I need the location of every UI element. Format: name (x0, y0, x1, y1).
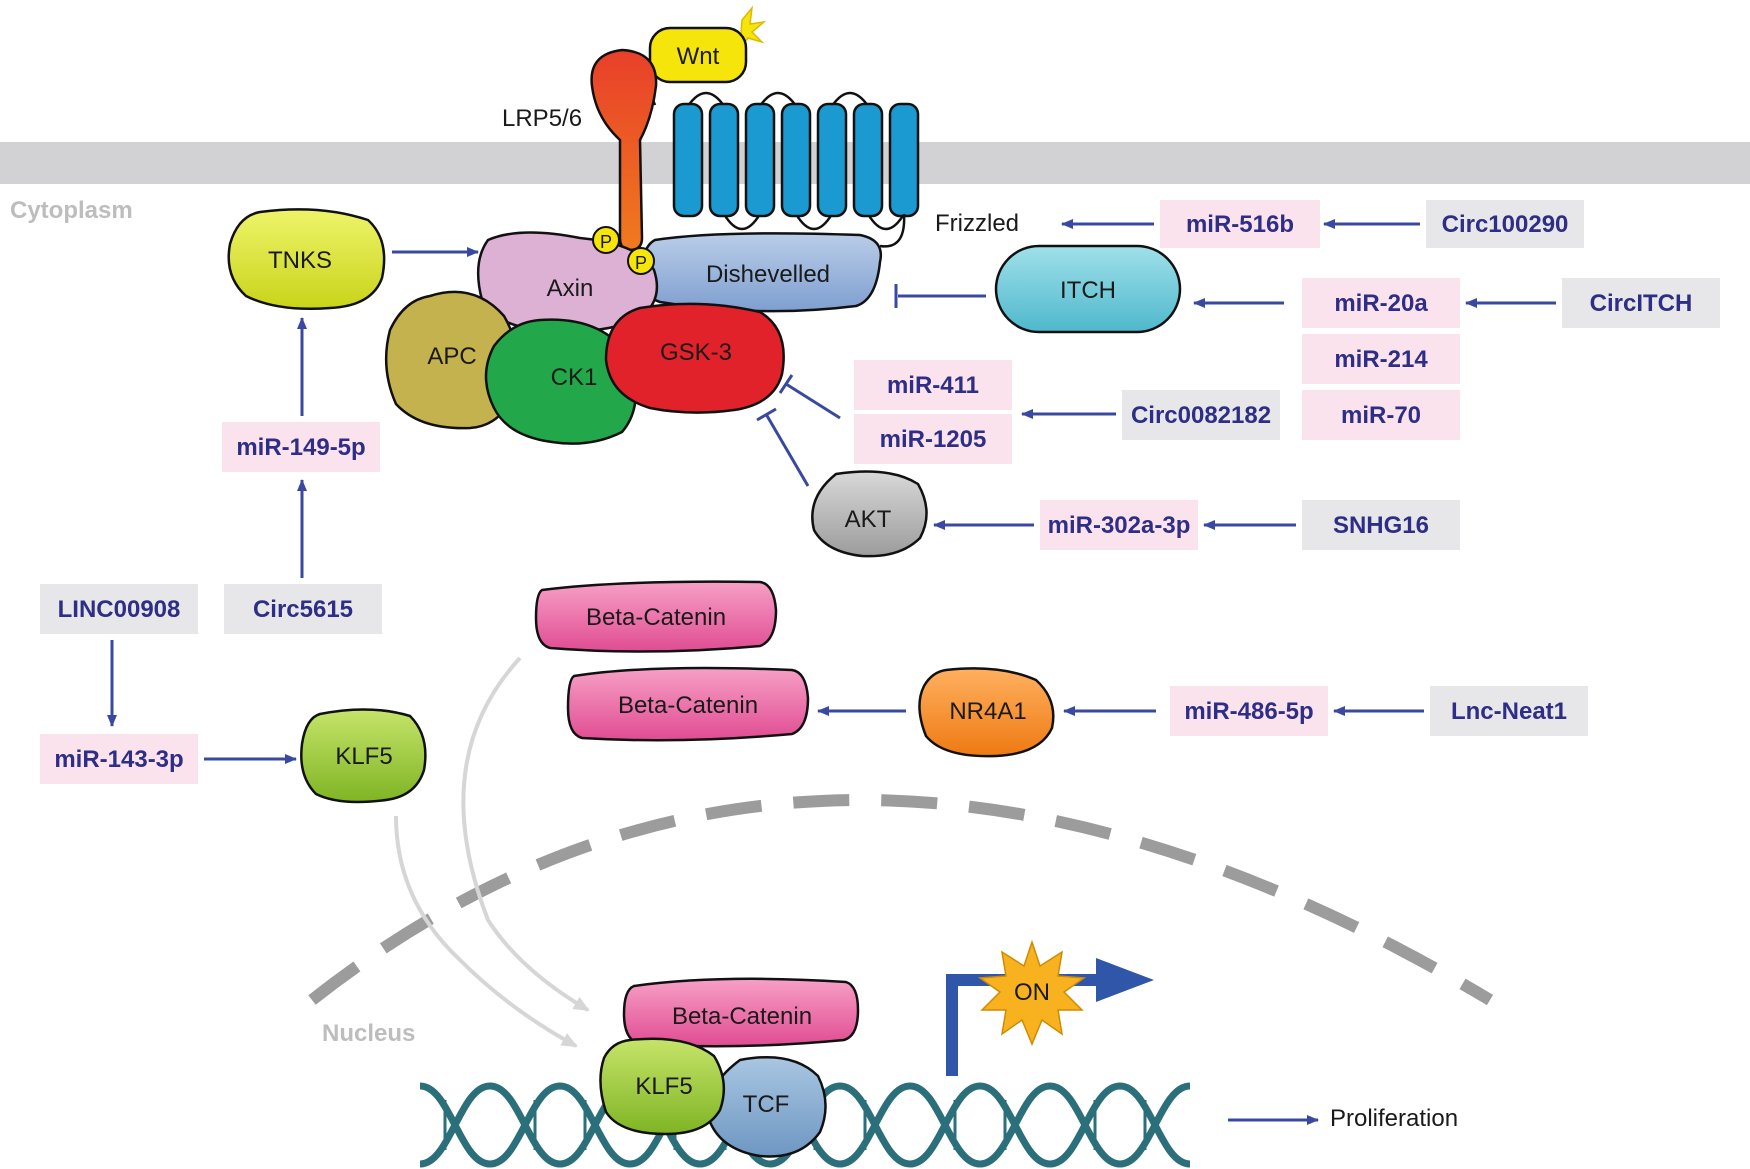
cytoplasm-label: Cytoplasm (10, 197, 133, 224)
mirna-70-box: miR-70 (1302, 390, 1460, 440)
beta-catenin-protein-upper (534, 580, 778, 653)
phosphate-group-1: P (592, 226, 620, 254)
apc-label: APC (427, 343, 476, 370)
lrp5-6-label: LRP5/6 (502, 105, 582, 132)
nr4a1-protein (918, 667, 1055, 758)
mirna-149-5p-box: miR-149-5p (222, 422, 380, 472)
gsk3-label: GSK-3 (660, 339, 732, 366)
translocation-arrows (394, 656, 590, 1048)
circ0082182-box: Circ0082182 (1122, 390, 1280, 440)
svg-text:miR-70: miR-70 (1341, 402, 1421, 429)
svg-text:LINC00908: LINC00908 (58, 596, 181, 623)
svg-text:miR-143-3p: miR-143-3p (54, 746, 183, 773)
klf5-label-nuclear: KLF5 (635, 1073, 692, 1100)
circ5615-box: Circ5615 (224, 584, 382, 634)
svg-text:miR-1205: miR-1205 (880, 426, 987, 453)
svg-text:Circ100290: Circ100290 (1442, 211, 1569, 238)
on-burst: ON (977, 939, 1087, 1046)
apc-protein (384, 290, 519, 430)
tnks-protein (227, 208, 386, 311)
regulation-arrows (107, 219, 1556, 1125)
mirna-302a-3p-box: miR-302a-3p (1040, 500, 1198, 550)
inhibition-lines (756, 284, 986, 487)
itch-protein (994, 244, 1182, 334)
circitch-box: CircITCH (1562, 278, 1720, 328)
linc00908-box: LINC00908 (40, 584, 198, 634)
tnks-label: TNKS (268, 247, 332, 274)
beta-catenin-label-nuclear: Beta-Catenin (672, 1003, 812, 1030)
nuclear-envelope (308, 794, 1494, 1006)
beta-catenin-protein-lower (566, 666, 810, 742)
beta-catenin-label-upper: Beta-Catenin (586, 604, 726, 631)
wnt-label: Wnt (677, 43, 720, 70)
nr4a1-label: NR4A1 (949, 698, 1026, 725)
svg-text:Lnc-Neat1: Lnc-Neat1 (1451, 698, 1567, 725)
svg-text:miR-302a-3p: miR-302a-3p (1048, 512, 1191, 539)
on-label: ON (1014, 979, 1050, 1006)
mirna-516b-box: miR-516b (1160, 200, 1320, 248)
dishevelled-label: Dishevelled (706, 261, 830, 288)
snhg16-box: SNHG16 (1302, 500, 1460, 550)
beta-catenin-protein-nuclear (622, 977, 860, 1048)
gsk3-protein (604, 302, 785, 414)
mirna-486-5p-box: miR-486-5p (1170, 686, 1328, 736)
klf5-label-cytoplasm: KLF5 (335, 743, 392, 770)
svg-text:P: P (635, 253, 647, 273)
tcf-label: TCF (743, 1091, 790, 1118)
svg-text:SNHG16: SNHG16 (1333, 512, 1429, 539)
phosphate-group-2: P (627, 247, 655, 275)
svg-text:miR-411: miR-411 (887, 372, 979, 399)
klf5-protein-cytoplasm (300, 708, 427, 804)
itch-label: ITCH (1060, 277, 1116, 304)
circ100290-box: Circ100290 (1426, 200, 1584, 248)
frizzled-receptor (611, 58, 920, 248)
frizzled-label: Frizzled (935, 210, 1019, 237)
svg-text:miR-20a: miR-20a (1334, 290, 1428, 317)
svg-text:miR-516b: miR-516b (1186, 211, 1294, 238)
svg-text:Circ0082182: Circ0082182 (1131, 402, 1271, 429)
nucleus-label: Nucleus (322, 1020, 415, 1047)
mirna-20a-box: miR-20a (1302, 278, 1460, 328)
klf5-protein-nuclear (599, 1037, 726, 1136)
svg-text:miR-214: miR-214 (1334, 346, 1428, 373)
lnc-neat1-box: Lnc-Neat1 (1430, 686, 1588, 736)
mirna-411-box: miR-411 (854, 360, 1012, 410)
beta-catenin-label-lower: Beta-Catenin (618, 692, 758, 719)
mirna-214-box: miR-214 (1302, 334, 1460, 384)
svg-text:P: P (600, 232, 612, 252)
wnt-ligand: Wnt (648, 5, 767, 84)
svg-text:miR-149-5p: miR-149-5p (236, 434, 365, 461)
proliferation-label: Proliferation (1330, 1105, 1458, 1132)
mirna-1205-box: miR-1205 (854, 414, 1012, 464)
svg-text:miR-486-5p: miR-486-5p (1184, 698, 1313, 725)
svg-text:Circ5615: Circ5615 (253, 596, 353, 623)
akt-protein (811, 470, 928, 558)
axin-label: Axin (547, 275, 594, 302)
svg-text:CircITCH: CircITCH (1590, 290, 1693, 317)
akt-label: AKT (845, 506, 892, 533)
mirna-143-3p-box: miR-143-3p (40, 734, 198, 784)
ck1-label: CK1 (551, 364, 598, 391)
